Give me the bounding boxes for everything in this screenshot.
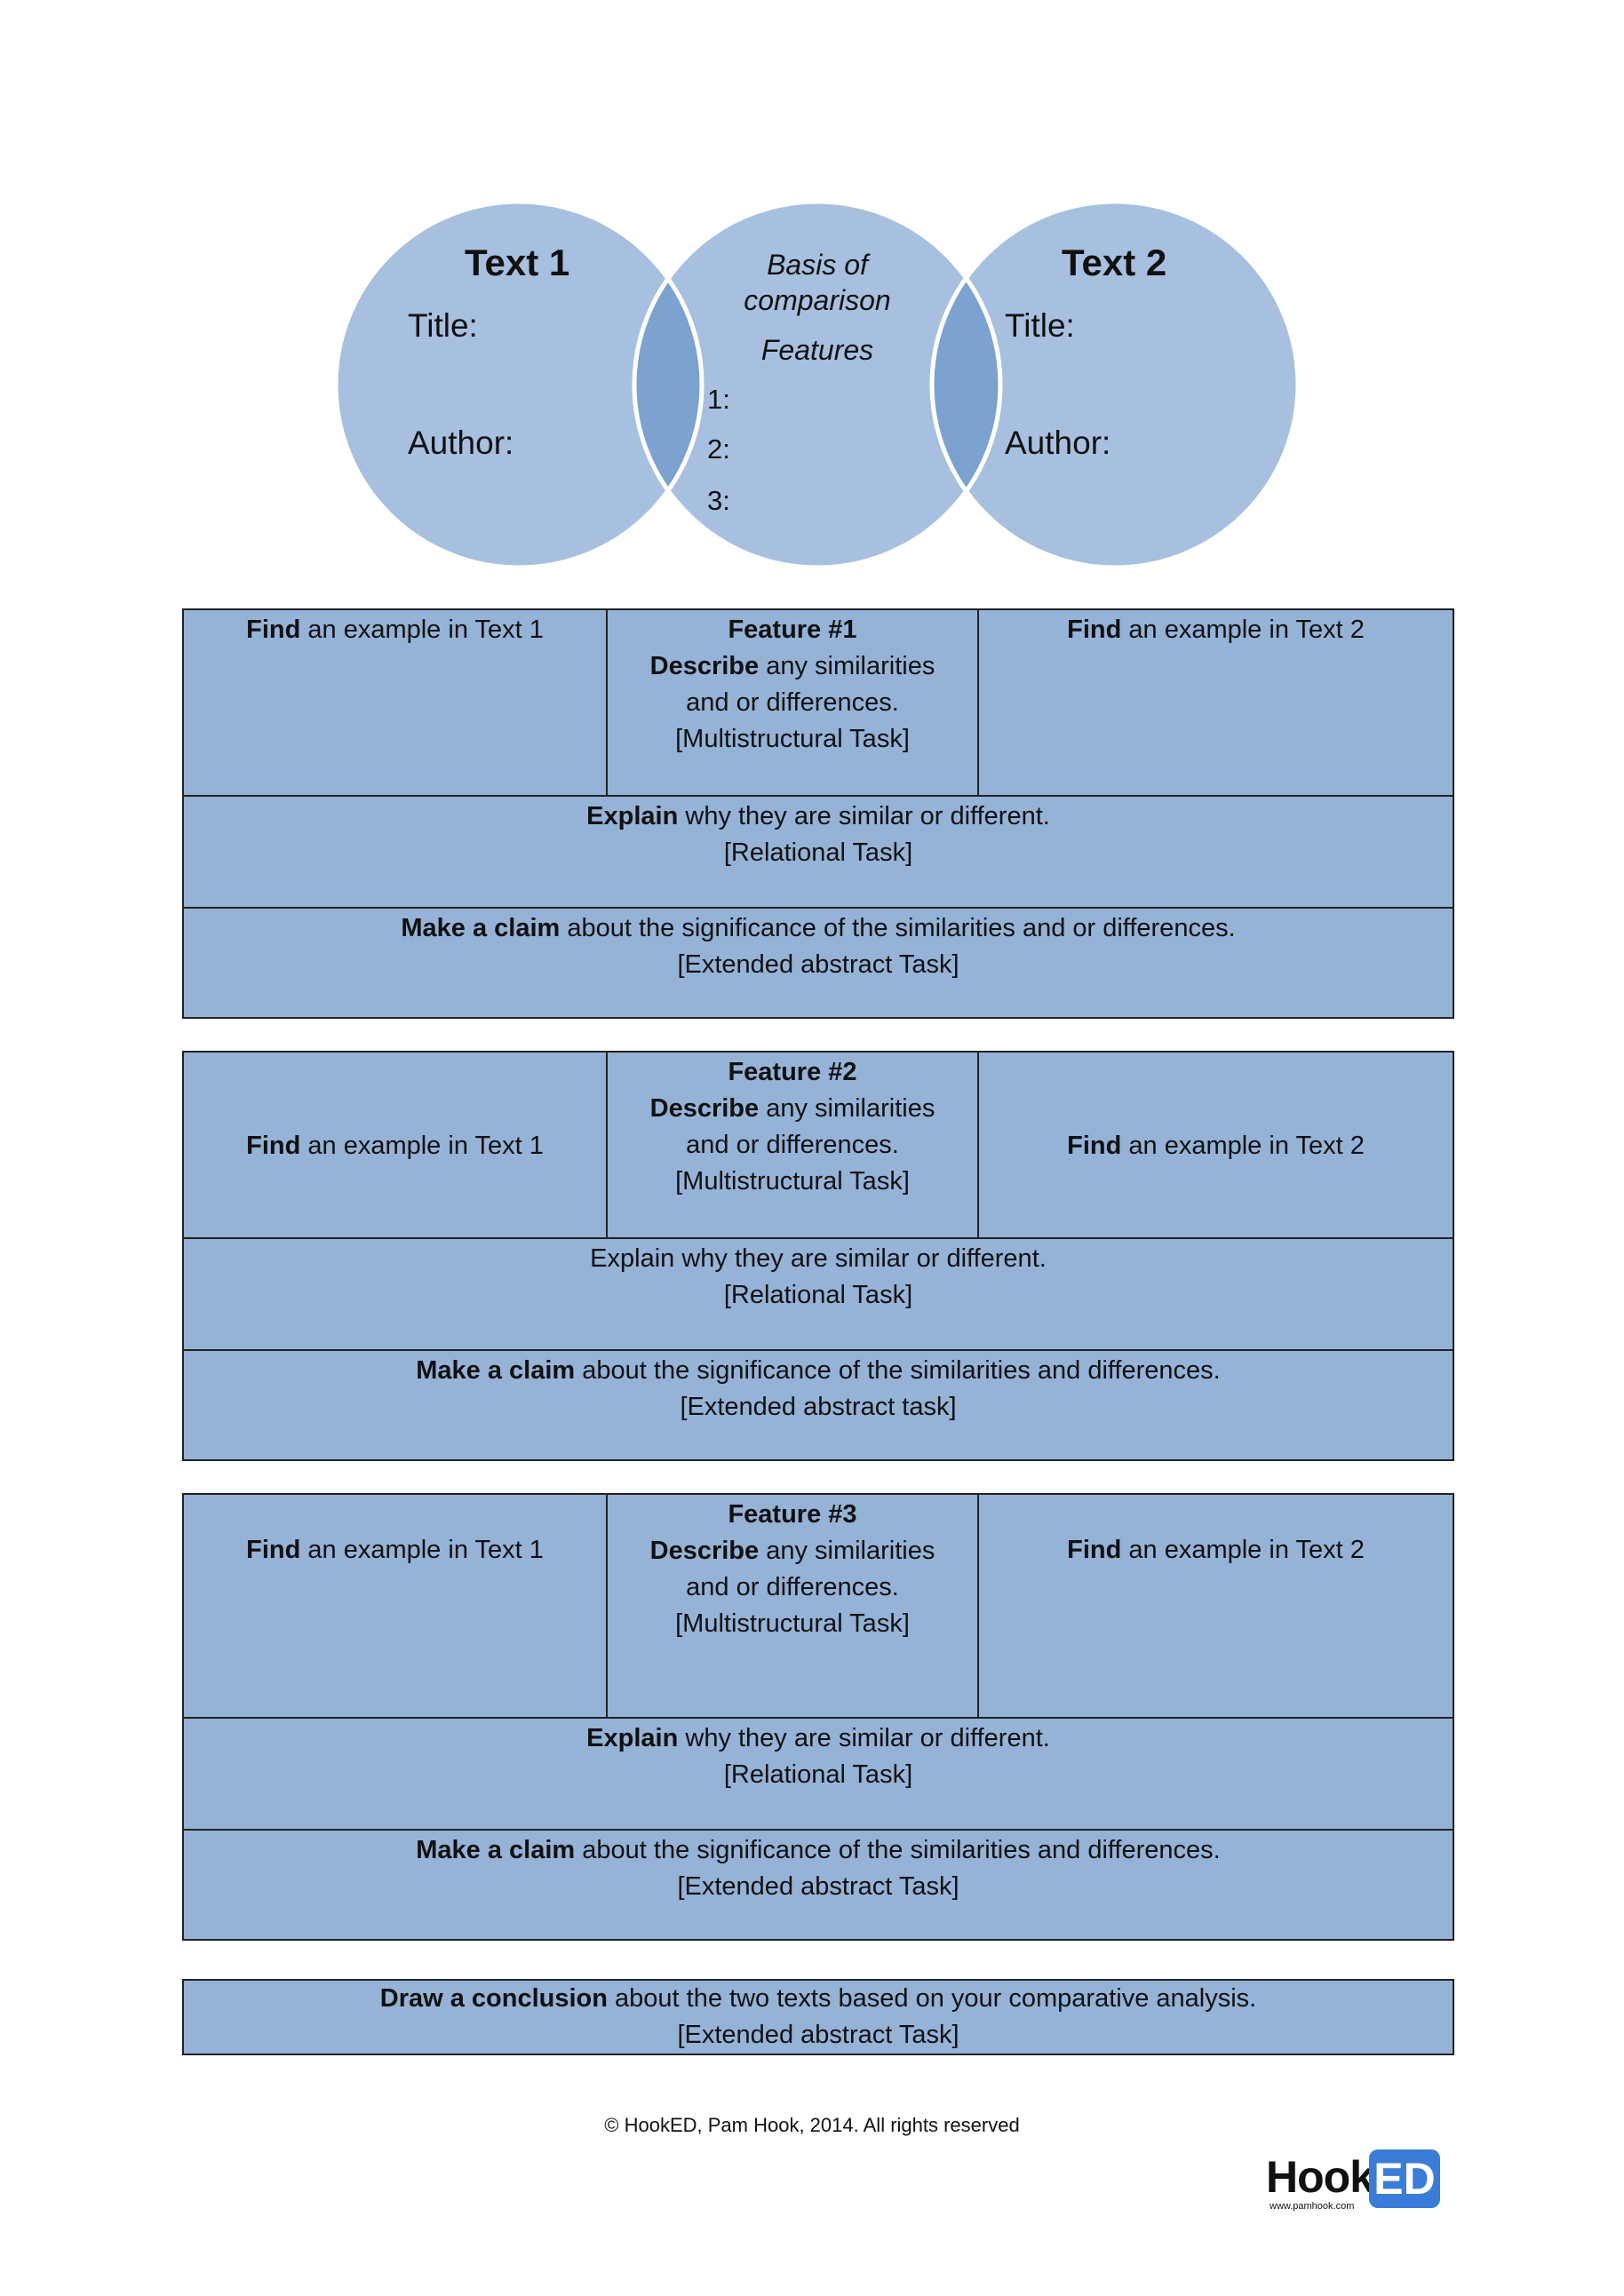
venn-feature-3: 3:	[707, 485, 730, 516]
feature-table-3: Find an example in Text 1 Feature #3 Des…	[182, 1493, 1454, 1941]
venn-circle-basis	[634, 202, 1000, 568]
venn-features-label: Features	[760, 334, 874, 366]
find-text1-cell[interactable]: Find an example in Text 1	[184, 610, 608, 795]
feature-table-2: Find an example in Text 1 Feature #2 Des…	[182, 1051, 1454, 1461]
hooked-logo: Hook ED www.pamhook.com	[1266, 2148, 1444, 2217]
explain-row[interactable]: Explain why they are similar or differen…	[184, 797, 1453, 909]
feature-describe-cell[interactable]: Feature #2 Describe any similarities and…	[608, 1053, 979, 1237]
venn-text2-title-label: Title:	[1005, 307, 1075, 344]
venn-circle-text2	[932, 202, 1298, 568]
venn-text1-title: Text 1	[465, 242, 570, 283]
find-text1-cell[interactable]: Find an example in Text 1	[184, 1495, 608, 1717]
feature-row: Find an example in Text 1 Feature #1 Des…	[184, 610, 1453, 797]
find-text2-cell[interactable]: Find an example in Text 2	[1067, 1131, 1365, 1160]
venn-text1-title-label: Title:	[408, 307, 478, 344]
venn-circles	[333, 199, 1301, 570]
copyright-footer: © HookED, Pam Hook, 2014. All rights res…	[604, 2114, 1020, 2136]
explain-row[interactable]: Explain why they are similar or differen…	[184, 1239, 1453, 1351]
claim-row[interactable]: Make a claim about the significance of t…	[401, 914, 1236, 979]
feature-heading: Feature #2	[728, 1058, 857, 1086]
feature-describe-cell[interactable]: Feature #1 Describe any similarities and…	[608, 610, 979, 795]
find-text2-cell[interactable]: Find an example in Text 2	[1067, 1536, 1365, 1564]
venn-circle-text1	[336, 202, 702, 568]
feature-table-1: Find an example in Text 1 Feature #1 Des…	[182, 608, 1454, 1019]
venn-basis-line1: Basis of	[767, 249, 868, 281]
venn-diagram: Text 1 Title: Author: Basis of compariso…	[0, 0, 1624, 586]
explain-row[interactable]: Explain why they are similar or differen…	[184, 1719, 1453, 1831]
venn-basis-line2: comparison	[744, 284, 891, 316]
conclusion-box[interactable]: Draw a conclusion about the two texts ba…	[182, 1979, 1454, 2055]
venn-feature-1: 1:	[707, 384, 730, 415]
find-text1-cell[interactable]: Find an example in Text 1	[184, 1053, 608, 1237]
logo-ed-badge: ED	[1369, 2149, 1440, 2208]
venn-text1-author-label: Author:	[408, 425, 514, 461]
feature-row: Find an example in Text 1 Feature #2 Des…	[184, 1053, 1453, 1239]
venn-text2-author-label: Author:	[1005, 425, 1111, 461]
find-text2-cell[interactable]: Find an example in Text 2	[1067, 616, 1365, 644]
claim-row[interactable]: Make a claim about the significance of t…	[416, 1836, 1221, 1901]
logo-hook-text: Hook	[1266, 2152, 1374, 2202]
feature-heading: Feature #3	[728, 1500, 857, 1529]
feature-heading: Feature #1	[728, 616, 857, 644]
feature-describe-cell[interactable]: Feature #3 Describe any similarities and…	[608, 1495, 979, 1717]
logo-url: www.pamhook.com	[1270, 2201, 1355, 2212]
venn-text2-title: Text 2	[1062, 242, 1167, 283]
venn-feature-2: 2:	[707, 433, 730, 465]
claim-row[interactable]: Make a claim about the significance of t…	[416, 1356, 1221, 1421]
feature-row: Find an example in Text 1 Feature #3 Des…	[184, 1495, 1453, 1719]
